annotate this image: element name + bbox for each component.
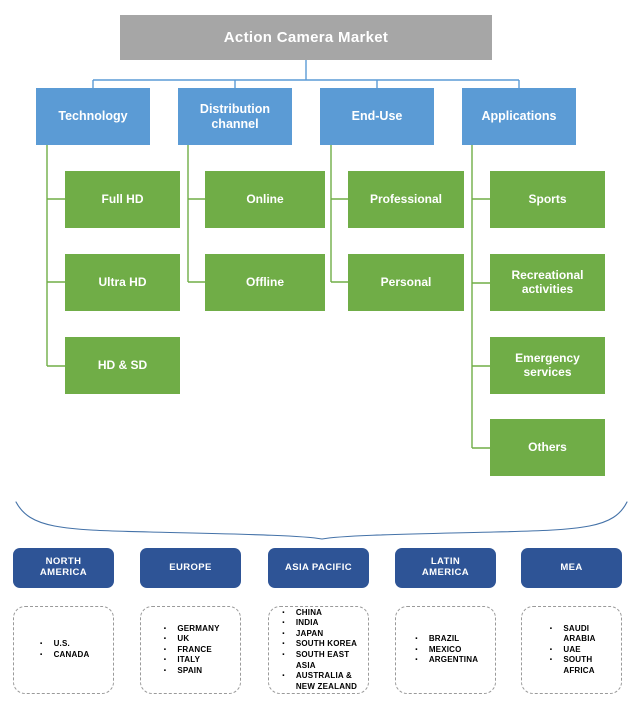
country-item: JAPAN	[280, 628, 357, 641]
region-node-latin-america[interactable]: LATIN AMERICA	[395, 548, 496, 588]
country-items: BRAZILMEXICOARGENTINA	[413, 633, 478, 667]
country-item: MEXICO	[413, 644, 478, 657]
leaf-node-personal[interactable]: Personal	[348, 254, 464, 311]
region-node-europe[interactable]: EUROPE	[140, 548, 241, 588]
root-node-action-camera-market: Action Camera Market	[120, 15, 492, 60]
country-item: CANADA	[38, 649, 90, 662]
leaf-node-full-hd[interactable]: Full HD	[65, 171, 180, 228]
country-list-latin-america: BRAZILMEXICOARGENTINA	[395, 606, 496, 694]
country-item: SAUDI ARABIA	[547, 623, 595, 645]
leaf-node-sports[interactable]: Sports	[490, 171, 605, 228]
country-items: CHINAINDIAJAPANSOUTH KOREASOUTH EAST ASI…	[280, 607, 357, 692]
leaf-node-emergency-services[interactable]: Emergency services	[490, 337, 605, 394]
country-item: AUSTRALIA & NEW ZEALAND	[280, 670, 357, 692]
country-item: SOUTH EAST ASIA	[280, 649, 357, 671]
country-item: INDIA	[280, 617, 357, 630]
segment-node-technology[interactable]: Technology	[36, 88, 150, 145]
country-list-europe: GERMANYUKFRANCEITALYSPAIN	[140, 606, 241, 694]
country-item: SOUTH AFRICA	[547, 654, 595, 676]
segment-node-applications[interactable]: Applications	[462, 88, 576, 145]
country-item: UAE	[547, 644, 595, 657]
country-item: SPAIN	[161, 665, 219, 678]
country-list-mea: SAUDI ARABIAUAESOUTH AFRICA	[521, 606, 622, 694]
leaf-node-ultra-hd[interactable]: Ultra HD	[65, 254, 180, 311]
region-node-asia-pacific[interactable]: ASIA PACIFIC	[268, 548, 369, 588]
leaf-node-hd-and-sd[interactable]: HD & SD	[65, 337, 180, 394]
country-item: CHINA	[280, 607, 357, 620]
country-list-asia-pacific: CHINAINDIAJAPANSOUTH KOREASOUTH EAST ASI…	[268, 606, 369, 694]
country-item: SOUTH KOREA	[280, 638, 357, 651]
leaf-node-others[interactable]: Others	[490, 419, 605, 476]
country-item: UK	[161, 633, 219, 646]
region-node-mea[interactable]: MEA	[521, 548, 622, 588]
leaf-node-recreational-activities[interactable]: Recreational activities	[490, 254, 605, 311]
country-items: GERMANYUKFRANCEITALYSPAIN	[161, 623, 219, 678]
leaf-node-online[interactable]: Online	[205, 171, 325, 228]
segment-node-end-use[interactable]: End-Use	[320, 88, 434, 145]
region-node-north-america[interactable]: NORTH AMERICA	[13, 548, 114, 588]
country-list-north-america: U.S.CANADA	[13, 606, 114, 694]
segment-node-distribution-channel[interactable]: Distribution channel	[178, 88, 292, 145]
country-item: ITALY	[161, 654, 219, 667]
country-item: FRANCE	[161, 644, 219, 657]
leaf-node-offline[interactable]: Offline	[205, 254, 325, 311]
leaf-node-professional[interactable]: Professional	[348, 171, 464, 228]
country-items: SAUDI ARABIAUAESOUTH AFRICA	[547, 623, 595, 677]
country-item: GERMANY	[161, 623, 219, 636]
country-item: U.S.	[38, 638, 90, 651]
country-item: BRAZIL	[413, 633, 478, 646]
country-item: ARGENTINA	[413, 654, 478, 667]
country-items: U.S.CANADA	[38, 638, 90, 662]
